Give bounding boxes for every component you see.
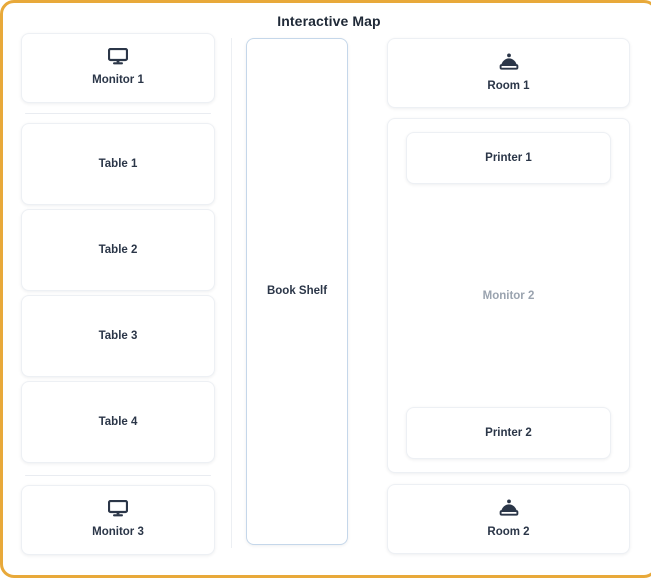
column-divider [231,38,232,548]
map-zone-monitor-2[interactable]: Monitor 2 Printer 1 Printer 2 [387,118,630,473]
center-column: Book Shelf [246,33,348,545]
map-item-label: Book Shelf [266,285,328,298]
ceiling-lamp-icon [498,499,520,520]
map-item-label: Room 2 [487,525,530,538]
ceiling-lamp-icon [498,53,520,74]
map-item-table-2[interactable]: Table 2 [21,209,215,291]
map-item-room-1[interactable]: Room 1 [387,38,630,108]
right-column: Room 1 Monitor 2 Printer 1 Printer 2 [387,33,630,554]
monitor-icon [107,47,129,68]
map-item-book-shelf[interactable]: Book Shelf [246,38,348,545]
map-body: Monitor 1 Table 1 Table 2 Table 3 Table … [3,33,651,575]
left-column: Monitor 1 Table 1 Table 2 Table 3 Table … [21,33,215,555]
map-item-monitor-3[interactable]: Monitor 3 [21,485,215,555]
map-zone-label: Monitor 2 [482,289,535,302]
map-item-monitor-1[interactable]: Monitor 1 [21,33,215,103]
map-item-label: Monitor 1 [92,74,144,87]
map-item-label: Printer 1 [485,151,532,164]
map-item-printer-2[interactable]: Printer 2 [406,407,611,459]
map-item-table-4[interactable]: Table 4 [21,381,215,463]
left-divider-bottom [25,475,211,476]
map-item-label: Table 2 [98,243,138,256]
map-item-table-1[interactable]: Table 1 [21,123,215,205]
map-item-label: Table 4 [98,415,138,428]
map-item-label: Monitor 3 [92,526,144,539]
map-item-label: Room 1 [487,79,530,92]
map-item-printer-1[interactable]: Printer 1 [406,132,611,184]
map-item-label: Table 3 [98,329,138,342]
map-item-table-3[interactable]: Table 3 [21,295,215,377]
page-title: Interactive Map [277,13,381,29]
map-item-label: Table 1 [98,157,138,170]
left-divider-top [25,113,211,114]
monitor-icon [107,499,129,520]
map-item-room-2[interactable]: Room 2 [387,484,630,554]
map-item-label: Printer 2 [485,426,532,439]
